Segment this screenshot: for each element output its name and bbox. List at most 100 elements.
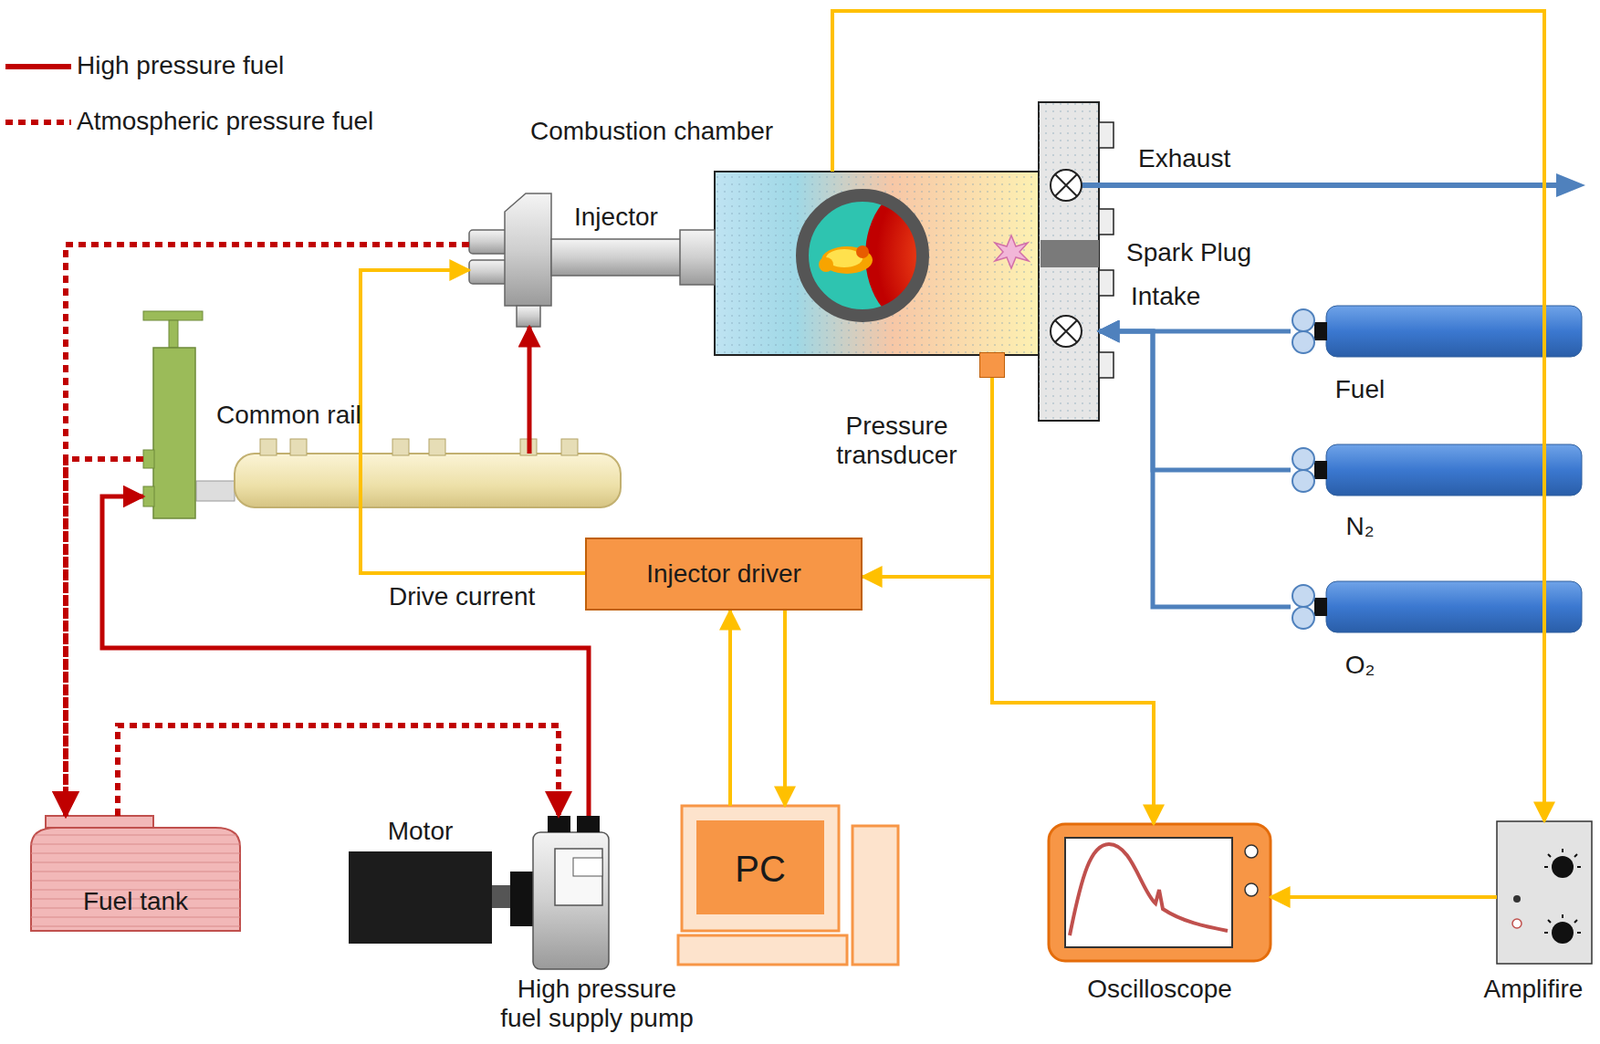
connector <box>992 377 1154 825</box>
combustion-chamber-drawing <box>714 171 1039 356</box>
part-label: Motor <box>348 816 492 847</box>
legend-samples <box>5 63 72 70</box>
part-label: N₂ <box>1323 512 1397 542</box>
common-rail-drawing <box>196 439 621 508</box>
flame <box>818 245 873 274</box>
oscilloscope-drawing <box>1048 824 1271 962</box>
pressure-valve <box>143 311 203 321</box>
head-valves <box>1055 320 1078 343</box>
common-rail-drawing <box>260 439 277 456</box>
injector-drawing <box>679 230 715 285</box>
chamber-head <box>1038 102 1099 421</box>
pump-drawing <box>533 832 609 970</box>
part-label: Oscilloscope <box>1048 974 1271 1004</box>
common-rail-drawing <box>561 439 578 456</box>
part-label: Exhaust <box>1138 144 1231 174</box>
amplifier-drawing <box>1496 821 1592 964</box>
connector <box>728 610 733 806</box>
fuel-tank-drawing <box>31 827 241 931</box>
part-label: Spark Plug <box>1126 238 1252 268</box>
part-label: High pressure fuel supply pump <box>495 974 699 1034</box>
illustration-part <box>794 182 979 329</box>
motor: Motor <box>348 851 492 944</box>
connector <box>102 496 589 816</box>
box-label: Injector driver <box>646 559 802 589</box>
exhaust-arrow <box>1081 173 1586 198</box>
gas-cylinders <box>1314 322 1328 341</box>
flame <box>856 245 869 259</box>
part-label: Fuel tank <box>31 887 241 917</box>
part-label: Intake <box>1130 282 1201 312</box>
chamber-head <box>1098 122 1114 148</box>
motor-drawing <box>348 851 492 944</box>
head-valves <box>1050 169 1082 347</box>
amplifier-drawing <box>1496 821 1592 964</box>
gas-cylinders <box>1314 597 1328 617</box>
combustion-chamber-drawing <box>714 171 1039 356</box>
connector <box>527 326 533 454</box>
pc-monitor: PC <box>681 805 839 931</box>
oscilloscope-drawing <box>1244 883 1258 897</box>
injector-drawing <box>469 193 715 327</box>
pressure-valve <box>153 347 196 519</box>
injector-drawing <box>504 193 552 306</box>
gas-cylinder: N₂ <box>1290 440 1582 501</box>
gas-cylinders <box>1292 448 1315 471</box>
pump-drawing <box>554 848 603 906</box>
pc-drawing <box>852 826 899 965</box>
connector-label: Drive current <box>386 582 538 612</box>
chamber-head <box>1040 240 1099 268</box>
pressure-valve <box>168 320 178 348</box>
combustion-chamber: Combustion chamber <box>714 171 1099 356</box>
amplifier-drawing <box>1513 895 1521 903</box>
legend-text: Atmospheric pressure fuel <box>76 106 374 136</box>
injector-drawing <box>551 239 684 276</box>
legend-samples <box>5 119 72 126</box>
amplifier-drawing <box>1551 856 1574 879</box>
oscilloscope-drawing <box>1065 837 1233 948</box>
flame <box>818 257 834 272</box>
pc-drawing <box>678 935 848 965</box>
connector <box>783 610 787 806</box>
part-label: Injector <box>574 202 702 232</box>
gas-cylinders <box>1292 585 1315 607</box>
box-label: PC <box>734 847 786 890</box>
gas-cylinders <box>1314 460 1328 480</box>
injector-driver: Injector driver <box>585 537 863 611</box>
head-valves <box>1050 169 1082 201</box>
motor-drawing <box>348 851 534 944</box>
legend-text: High pressure fuel <box>76 51 284 81</box>
injector-drawing <box>469 260 508 284</box>
pc-drawing <box>681 805 839 931</box>
connector <box>1098 331 1291 607</box>
gas-cylinders <box>1292 470 1315 492</box>
fuel-tank-drawing <box>45 815 154 828</box>
amplifier: Amplifire <box>1496 821 1592 964</box>
part-label: O₂ <box>1323 650 1397 680</box>
gas-cylinders <box>1292 606 1315 629</box>
gas-cylinders <box>1292 331 1315 354</box>
motor-drawing <box>510 871 534 927</box>
oscilloscope-drawing <box>1069 844 1228 936</box>
part-label: Amplifire <box>1469 974 1598 1004</box>
gas-cylinders <box>1292 305 1582 633</box>
connector <box>1098 331 1291 471</box>
pump-drawing <box>576 815 600 833</box>
pc-drawing <box>696 820 825 915</box>
gas-cylinder: Fuel <box>1290 305 1582 357</box>
chamber-head <box>1098 270 1114 296</box>
oscilloscope-drawing <box>1048 824 1271 962</box>
chamber-head <box>1098 352 1114 378</box>
connector <box>65 244 470 816</box>
part-label: Combustion chamber <box>530 116 805 147</box>
amplifier-drawing <box>1544 848 1581 933</box>
exhaust-arrow <box>1081 182 1559 189</box>
injector-drawing <box>469 230 508 254</box>
oscilloscope: Oscilloscope <box>1048 824 1271 962</box>
part-label: Pressure transducer <box>816 411 977 471</box>
common-rail-drawing <box>234 453 621 508</box>
common-rail-drawing <box>290 439 307 456</box>
common-rail-drawing <box>392 439 409 456</box>
